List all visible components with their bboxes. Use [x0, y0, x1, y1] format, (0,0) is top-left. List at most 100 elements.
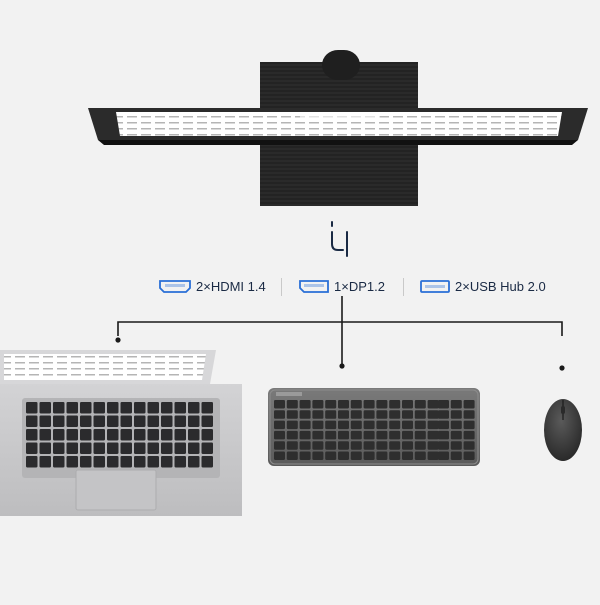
- keyboard-key: [350, 451, 362, 460]
- laptop-key: [174, 429, 186, 441]
- keyboard-key: [414, 451, 426, 460]
- keyboard-key: [427, 430, 439, 440]
- laptop-key: [161, 442, 173, 454]
- keyboard-key: [463, 441, 475, 450]
- keyboard-key: [312, 430, 324, 440]
- keyboard-key: [463, 420, 475, 430]
- laptop-key: [161, 402, 173, 414]
- keyboard-key: [274, 430, 285, 440]
- connection-endpoints: [115, 337, 565, 371]
- keyboard-key: [463, 451, 475, 460]
- keyboard: [268, 388, 480, 466]
- laptop-key: [134, 442, 146, 454]
- displayport-label: 1×DP1.2: [334, 279, 385, 294]
- keyboard-key: [450, 441, 462, 450]
- laptop-screen: [4, 354, 206, 380]
- keyboard-key: [376, 441, 388, 450]
- monitor: [88, 50, 588, 206]
- laptop-key: [147, 429, 159, 441]
- keyboard-key: [312, 451, 324, 460]
- laptop-key: [134, 402, 146, 414]
- laptop-key: [174, 402, 186, 414]
- laptop-key: [39, 415, 51, 427]
- laptop-key: [26, 429, 38, 441]
- keyboard-key: [438, 400, 449, 409]
- keyboard-key: [312, 420, 324, 430]
- keyboard-key: [376, 451, 388, 460]
- laptop-key: [93, 456, 105, 468]
- laptop-key: [93, 442, 105, 454]
- keyboard-key: [363, 400, 375, 409]
- monitor-screen: [116, 112, 562, 136]
- hdmi-label: 2×HDMI 1.4: [196, 279, 266, 294]
- laptop-key: [201, 442, 213, 454]
- keyboard-key: [299, 400, 311, 409]
- laptop-key: [188, 456, 200, 468]
- keyboard-key: [338, 420, 349, 430]
- keyboard-key: [363, 410, 375, 419]
- keyboard-key: [274, 410, 285, 419]
- laptop-key: [66, 456, 78, 468]
- laptop-key: [93, 415, 105, 427]
- keyboard-key: [450, 410, 462, 419]
- divider: [403, 278, 404, 296]
- keyboard-key: [286, 420, 298, 430]
- keyboard-key: [350, 400, 362, 409]
- hdmi-port-icon: [159, 280, 191, 293]
- keyboard-key: [299, 420, 311, 430]
- laptop-key: [66, 415, 78, 427]
- laptop-key: [120, 402, 132, 414]
- monitor-neck: [322, 50, 360, 80]
- keyboard-key: [389, 420, 401, 430]
- laptop-key: [174, 442, 186, 454]
- laptop-key: [120, 456, 132, 468]
- displayport-icon: [299, 280, 329, 293]
- keyboard-key: [274, 441, 285, 450]
- laptop-key: [39, 429, 51, 441]
- keyboard-key: [402, 451, 413, 460]
- laptop-key: [26, 456, 38, 468]
- laptop-key: [147, 402, 159, 414]
- keyboard-key: [325, 420, 337, 430]
- laptop-key: [174, 415, 186, 427]
- laptop-key: [53, 415, 65, 427]
- keyboard-key: [286, 451, 298, 460]
- keyboard-key: [376, 420, 388, 430]
- mouse: [544, 399, 582, 461]
- keyboard-key: [414, 420, 426, 430]
- keyboard-key: [402, 410, 413, 419]
- keyboard-key: [338, 441, 349, 450]
- laptop-key: [161, 415, 173, 427]
- laptop-key: [26, 415, 38, 427]
- divider: [281, 278, 282, 296]
- keyboard-key: [363, 451, 375, 460]
- keyboard-key: [438, 420, 449, 430]
- laptop-key: [188, 429, 200, 441]
- keyboard-key: [450, 400, 462, 409]
- keyboard-key: [463, 430, 475, 440]
- laptop-key: [39, 402, 51, 414]
- laptop-key: [66, 402, 78, 414]
- keyboard-key: [350, 430, 362, 440]
- laptop-key: [147, 442, 159, 454]
- laptop-key: [80, 429, 92, 441]
- laptop-key: [147, 415, 159, 427]
- laptop-key: [93, 402, 105, 414]
- keyboard-key: [274, 451, 285, 460]
- keyboard-key: [427, 400, 439, 409]
- keyboard-key: [286, 400, 298, 409]
- laptop-key: [93, 429, 105, 441]
- keyboard-key: [438, 441, 449, 450]
- keyboard-key: [286, 441, 298, 450]
- laptop-key: [107, 415, 119, 427]
- keyboard-key: [389, 451, 401, 460]
- keyboard-key: [427, 410, 439, 419]
- keyboard-key: [463, 400, 475, 409]
- keyboard-key: [299, 451, 311, 460]
- laptop-key: [120, 415, 132, 427]
- laptop-key: [107, 456, 119, 468]
- keyboard-key: [389, 441, 401, 450]
- laptop-key: [80, 402, 92, 414]
- usb-label: 2×USB Hub 2.0: [455, 279, 546, 294]
